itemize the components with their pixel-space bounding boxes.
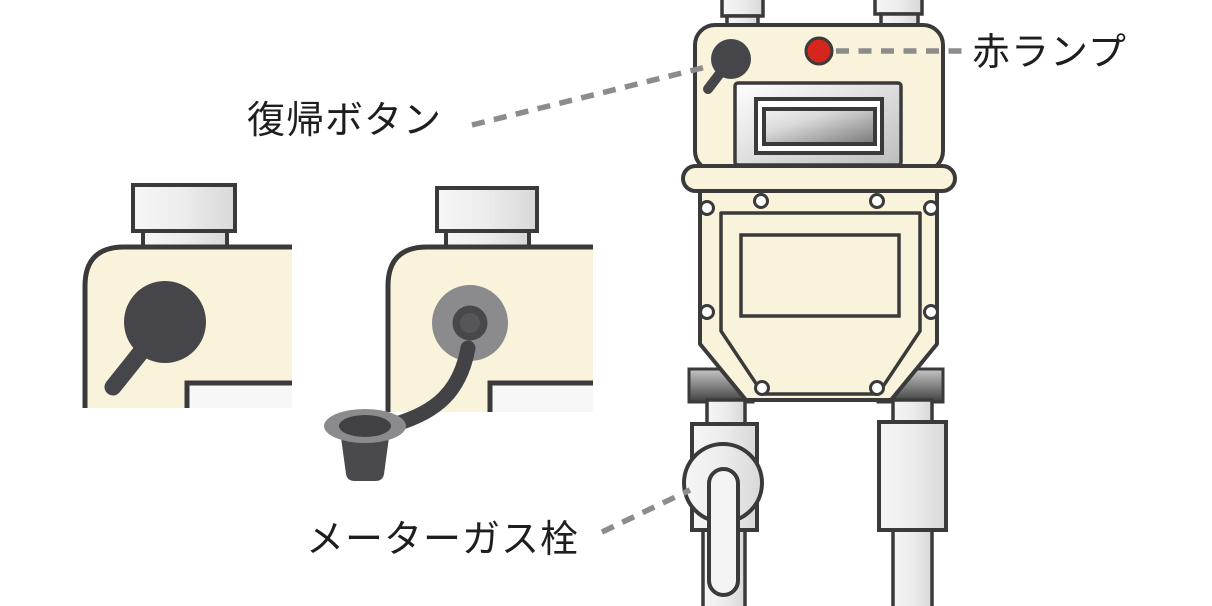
detail2-cap-tether (388, 340, 476, 432)
red-lamp-icon (804, 36, 834, 66)
lower-housing (698, 189, 939, 402)
detail2-display-outline (487, 380, 593, 412)
detail1-display-outline (184, 380, 292, 408)
top-pipe-right (873, 0, 924, 16)
detail2-pipe (435, 186, 539, 233)
meter-right-pipe (877, 398, 948, 606)
reset-button (703, 39, 751, 94)
detail2-body-outline (385, 244, 593, 412)
detail2-cap-cup (340, 430, 390, 481)
detail1-cap-icon (124, 281, 206, 363)
right-upper-pipe (891, 398, 934, 424)
main-meter-illustration (681, 0, 957, 606)
meter-gas-valve-assembly (682, 398, 764, 606)
valve-upper-pipe (705, 398, 747, 426)
label-reset-button: 復帰ボタン (247, 100, 443, 142)
housing-bolts (699, 193, 939, 396)
callout-line-gas-valve (600, 487, 692, 535)
top-pipe-left (720, 0, 765, 18)
detail1-pipe (131, 183, 237, 233)
detail2-cap-rim-inner (339, 415, 391, 437)
callout-line-reset-button (471, 64, 707, 128)
detail1-body-outline (82, 244, 292, 408)
nameplate (739, 233, 901, 318)
meter-middle-band (681, 164, 957, 193)
detail-button-cap-on (82, 183, 292, 408)
valve-handle (707, 467, 740, 597)
reset-button-cap-icon (711, 39, 751, 79)
right-coupling (877, 420, 948, 532)
meter-lower-body (698, 189, 939, 402)
detail2-button-center (460, 313, 480, 333)
meter-display-window (733, 81, 903, 167)
label-red-lamp: 赤ランプ (972, 32, 1127, 74)
label-meter-gas-valve: メーターガス栓 (306, 519, 580, 561)
detail1-display-corner (187, 383, 292, 408)
detail2-display-corner (490, 383, 593, 412)
display-screen (762, 107, 877, 146)
right-lower-pipe (891, 518, 934, 606)
detail-button-cap-off (324, 186, 593, 481)
callout-lines (471, 48, 964, 535)
